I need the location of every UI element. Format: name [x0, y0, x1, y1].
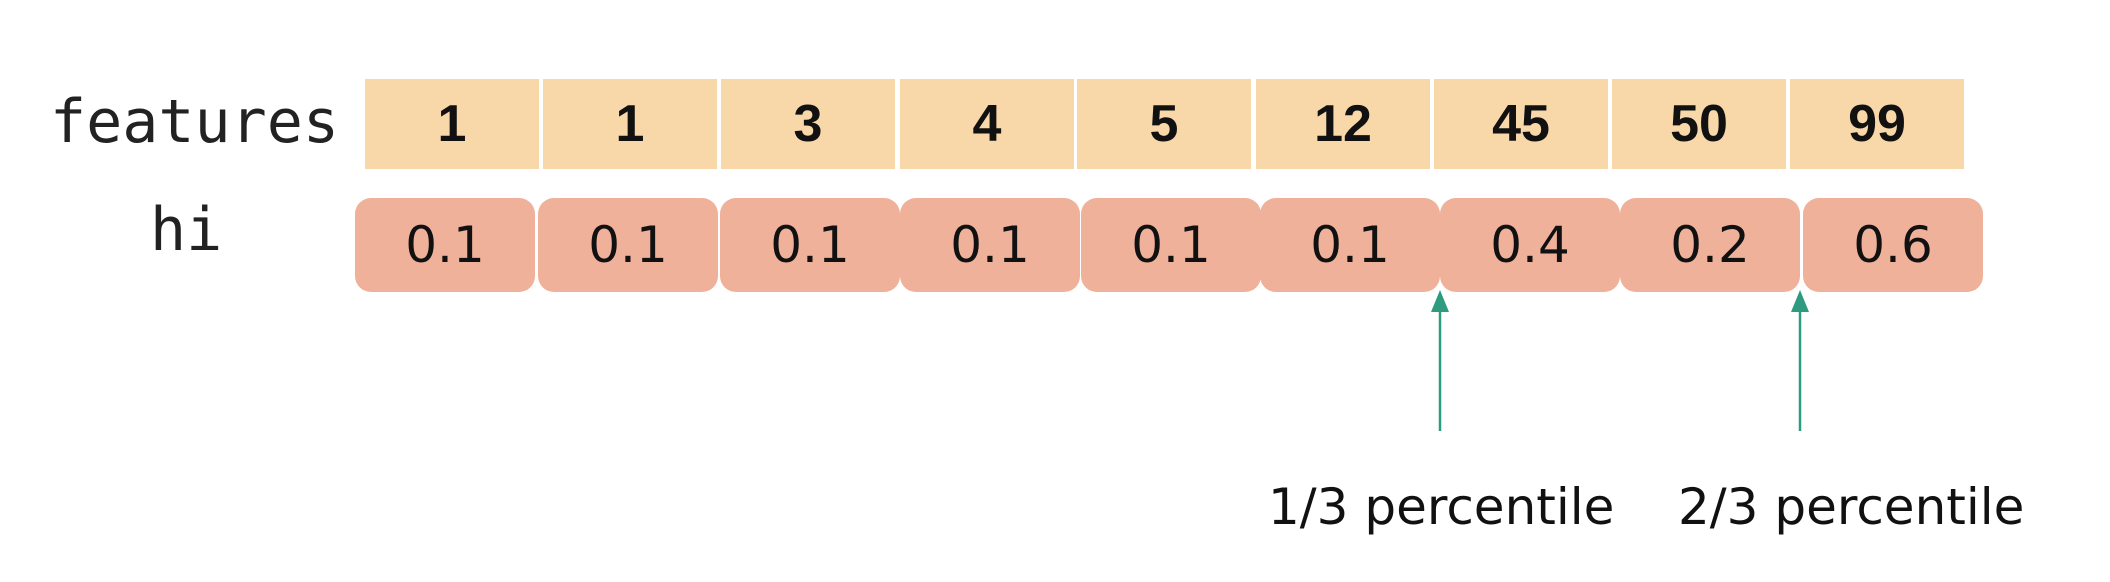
hi-cell: 0.1: [1260, 198, 1440, 292]
hi-cell: 0.1: [1081, 198, 1261, 292]
feature-cell: 3: [721, 79, 895, 169]
hi-cell: 0.1: [538, 198, 718, 292]
feature-cell: 12: [1256, 79, 1430, 169]
feature-cell: 50: [1612, 79, 1786, 169]
arrow-1-3-percentile: [1420, 288, 1460, 433]
hi-cell: 0.1: [900, 198, 1080, 292]
features-row-label: features: [50, 87, 339, 157]
hi-row-label: hi: [150, 195, 223, 265]
hi-cell: 0.4: [1440, 198, 1620, 292]
feature-cell: 4: [900, 79, 1074, 169]
arrow-2-3-percentile: [1780, 288, 1820, 433]
hi-cell: 0.1: [720, 198, 900, 292]
label-1-3-percentile: 1/3 percentile: [1268, 478, 1615, 536]
feature-cell: 99: [1790, 79, 1964, 169]
feature-cell: 1: [365, 79, 539, 169]
feature-cell: 45: [1434, 79, 1608, 169]
hi-cell: 0.1: [355, 198, 535, 292]
hi-cell: 0.2: [1620, 198, 1800, 292]
hi-cell: 0.6: [1803, 198, 1983, 292]
feature-cell: 1: [543, 79, 717, 169]
label-2-3-percentile: 2/3 percentile: [1678, 478, 2025, 536]
feature-cell: 5: [1077, 79, 1251, 169]
